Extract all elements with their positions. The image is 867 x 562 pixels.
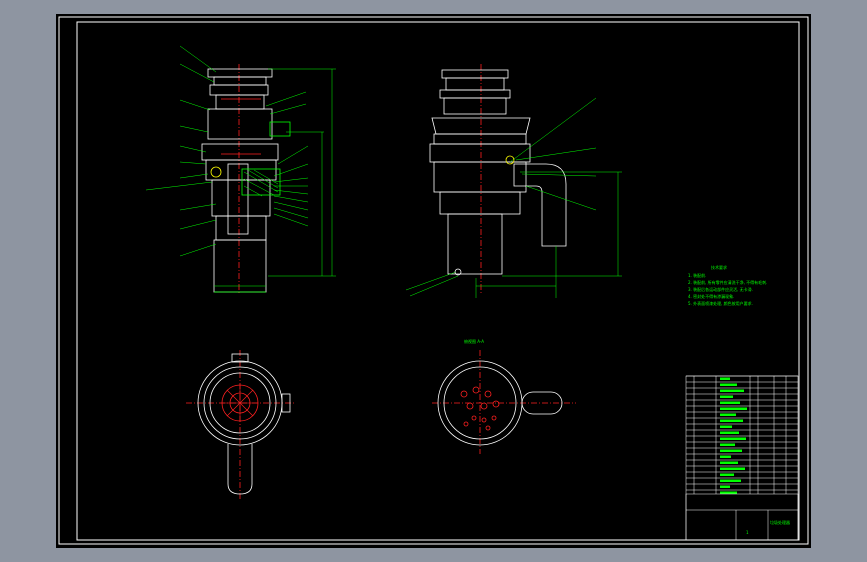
tech-note-4: 4. 密封处不得有渗漏现象. <box>688 293 734 299</box>
parts-list-entry-mark <box>720 377 730 380</box>
parts-list-entry-mark <box>720 425 732 428</box>
bottom-view-left <box>186 350 296 499</box>
front-section-view <box>145 45 336 294</box>
bottom-view-right: 俯视图 A-A <box>432 338 576 454</box>
parts-list-entry-mark <box>720 431 739 434</box>
tech-notes: 技术要求 1. 装配前. 2. 装配前, 所有零件应清洗干净, 不得有毛刺. 3… <box>688 264 767 306</box>
outer-frame <box>58 16 809 545</box>
parts-list-entry-mark <box>720 473 734 476</box>
tech-note-2: 2. 装配前, 所有零件应清洗干净, 不得有毛刺. <box>688 279 767 285</box>
parts-list <box>685 375 799 541</box>
parts-list-entry-mark <box>720 419 743 422</box>
parts-list-entry-mark <box>720 437 746 440</box>
parts-list-entry-mark <box>720 461 738 464</box>
parts-list-entry-mark <box>720 467 745 470</box>
inner-frame <box>76 21 800 541</box>
tech-note-1: 1. 装配前. <box>688 272 706 278</box>
parts-list-entry-mark <box>720 449 742 452</box>
parts-list-entry-mark <box>720 395 733 398</box>
section-view-label: 俯视图 A-A <box>464 338 484 344</box>
parts-list-entry-mark <box>720 479 741 482</box>
parts-list-entry-mark <box>720 455 731 458</box>
parts-list-entry-mark <box>720 413 736 416</box>
parts-list-entry-mark <box>720 407 747 410</box>
parts-list-entry-mark <box>720 383 737 386</box>
title-block-name: 垃圾处理器 <box>770 519 790 525</box>
title-block-sheet: 1 <box>746 530 749 535</box>
tech-note-3: 3. 装配后各运动部件应灵活, 无卡滞. <box>688 286 753 292</box>
side-elevation-view <box>405 64 622 298</box>
cad-drawing-viewport[interactable]: 俯视图 A-A 技术要求 1. 装配前. 2. 装配前, 所有零件应清洗干净, … <box>56 14 811 548</box>
cad-drawing: 俯视图 A-A 技术要求 1. 装配前. 2. 装配前, 所有零件应清洗干净, … <box>58 16 809 545</box>
tech-note-5: 5. 外表面喷漆处理, 颜色按用户要求. <box>688 300 753 306</box>
parts-list-entry-mark <box>720 389 744 392</box>
parts-list-entry-mark <box>720 443 735 446</box>
parts-list-entry-mark <box>720 491 737 494</box>
parts-list-entry-mark <box>720 401 740 404</box>
parts-list-entry-mark <box>720 485 730 488</box>
tech-notes-title: 技术要求 <box>711 264 727 270</box>
